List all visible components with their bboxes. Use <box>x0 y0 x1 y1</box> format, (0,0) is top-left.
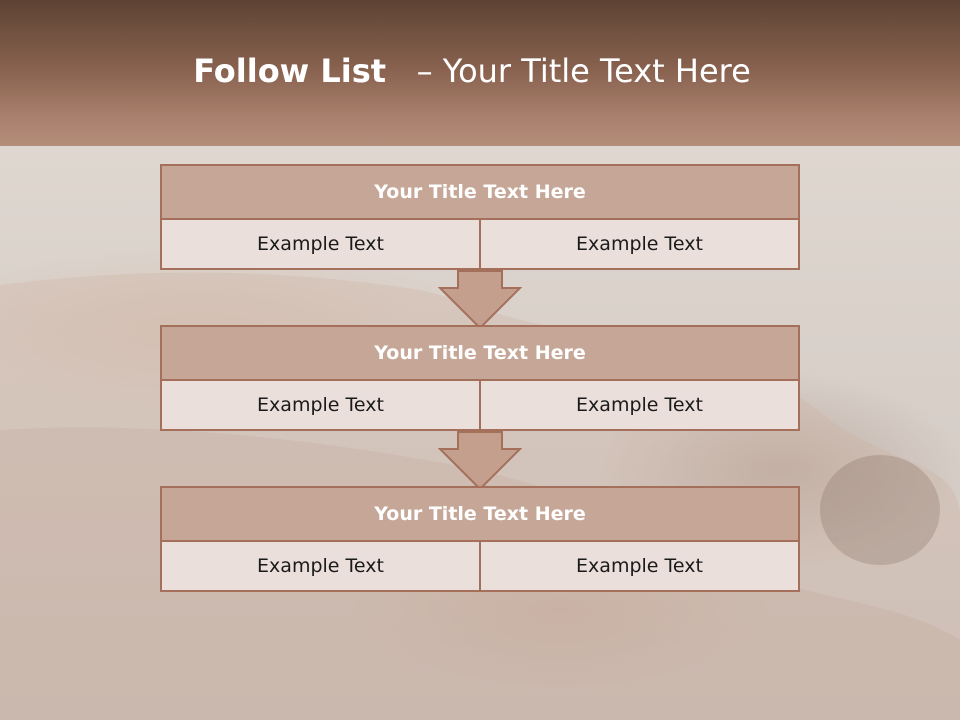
block-cell: Example Text <box>479 381 798 429</box>
down-arrow-icon <box>438 431 522 491</box>
block-row: Example Text Example Text <box>160 220 800 270</box>
down-arrow-icon <box>438 270 522 330</box>
header-band <box>0 0 960 146</box>
slide-title-rest: – Your Title Text Here <box>416 52 751 90</box>
block-cell: Example Text <box>162 542 479 590</box>
list-block: Your Title Text Here Example Text Exampl… <box>160 486 800 592</box>
block-row: Example Text Example Text <box>160 542 800 592</box>
block-cell: Example Text <box>479 220 798 268</box>
slide-title-bold: Follow List <box>193 52 387 90</box>
block-title: Your Title Text Here <box>160 164 800 220</box>
block-cell: Example Text <box>162 220 479 268</box>
block-cell: Example Text <box>479 542 798 590</box>
list-block: Your Title Text Here Example Text Exampl… <box>160 325 800 431</box>
block-cell: Example Text <box>162 381 479 429</box>
block-row: Example Text Example Text <box>160 381 800 431</box>
list-block: Your Title Text Here Example Text Exampl… <box>160 164 800 270</box>
block-title: Your Title Text Here <box>160 325 800 381</box>
block-title: Your Title Text Here <box>160 486 800 542</box>
slide-title: Follow List – Your Title Text Here <box>0 52 944 90</box>
